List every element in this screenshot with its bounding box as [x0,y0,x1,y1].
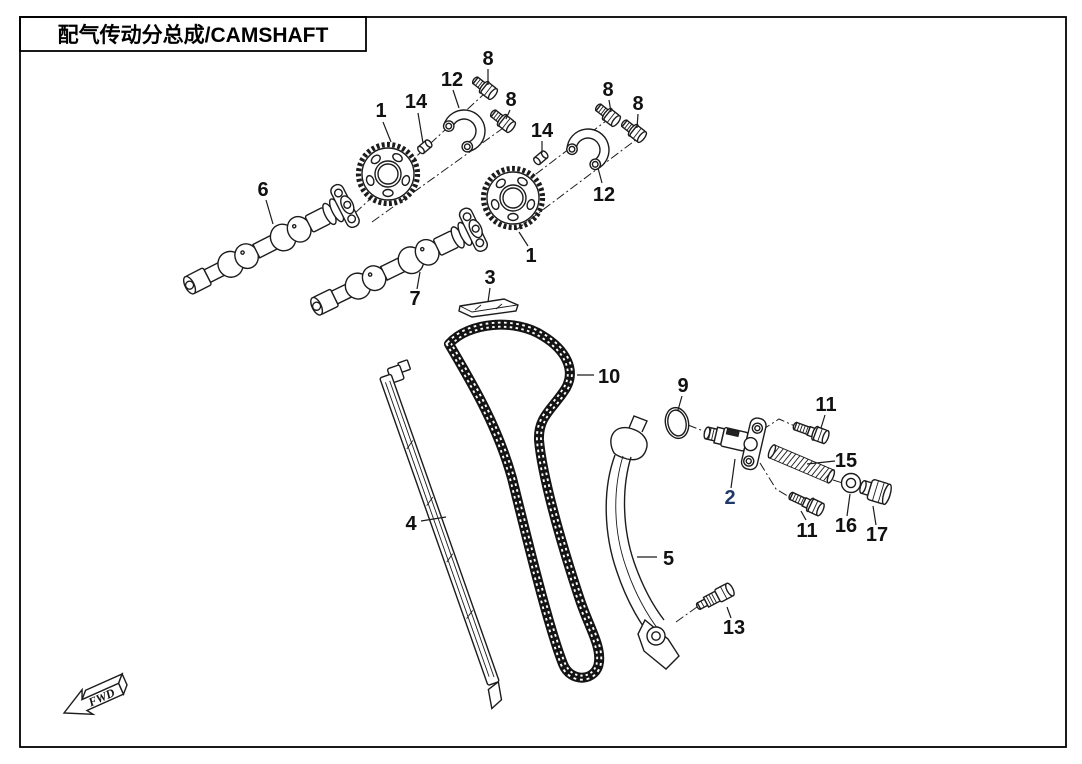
callout-11-top: 11 [815,394,836,416]
camshaft-6-exhaust [174,181,364,309]
title-box [19,16,367,52]
tensioner-bolt-11-bottom [785,487,827,518]
o-ring-9 [664,406,690,440]
cam-sprocket-right [484,169,543,228]
tensioner-bolt-11-top [790,417,832,446]
pivot-bolt-13 [695,582,735,611]
chain-guide-4 [379,359,503,710]
callout-8-a: 8 [482,48,493,70]
outer-frame [19,16,1067,748]
leader-lines [265,69,877,619]
callout-15: 15 [835,450,857,472]
tensioner-spring-15 [767,444,836,484]
retainer-plate-right [562,124,614,176]
callout-14-left: 14 [405,91,428,113]
flange-bolt-8d [617,115,649,145]
callout-12-left: 12 [441,69,463,91]
fwd-arrow: FWD [62,672,128,716]
callout-5: 5 [663,548,674,570]
retainer-plate-left [441,108,487,154]
axis-lines [354,93,863,623]
washer-16 [840,472,862,494]
callout-8-c: 8 [602,79,613,101]
callout-14-right: 14 [531,120,554,142]
callout-8-b: 8 [505,89,516,111]
tensioner-guide-5 [605,415,680,670]
callouts: 1 14 12 8 8 14 8 8 12 1 6 7 3 10 4 5 9 2… [257,48,888,639]
callout-8-d: 8 [632,93,643,115]
callout-10: 10 [598,366,620,388]
callout-9: 9 [677,375,688,397]
callout-4: 4 [405,513,417,535]
upper-guide-plate-3 [458,298,519,318]
timing-chain-10 [444,319,605,683]
callout-7: 7 [409,288,420,310]
chain-tensioner-2 [703,417,767,471]
callout-16: 16 [835,515,857,537]
callout-3: 3 [484,267,495,289]
callout-1-right: 1 [525,245,536,267]
dowel-pin-right [531,149,550,167]
dowel-pin-left [415,138,434,156]
flange-bolt-8a [468,72,500,102]
callout-11-bottom: 11 [796,520,817,542]
cap-bolt-17 [859,479,892,506]
callout-6: 6 [257,179,268,201]
callout-17: 17 [866,524,888,546]
callout-13: 13 [723,617,745,639]
callout-2-link[interactable]: 2 [724,487,735,509]
flange-bolt-8c [591,99,623,129]
callout-12-right: 12 [593,184,615,206]
callout-1-left: 1 [375,100,386,122]
cam-sprocket-left [359,145,418,204]
page-title: 配气传动分总成/CAMSHAFT [58,23,329,47]
